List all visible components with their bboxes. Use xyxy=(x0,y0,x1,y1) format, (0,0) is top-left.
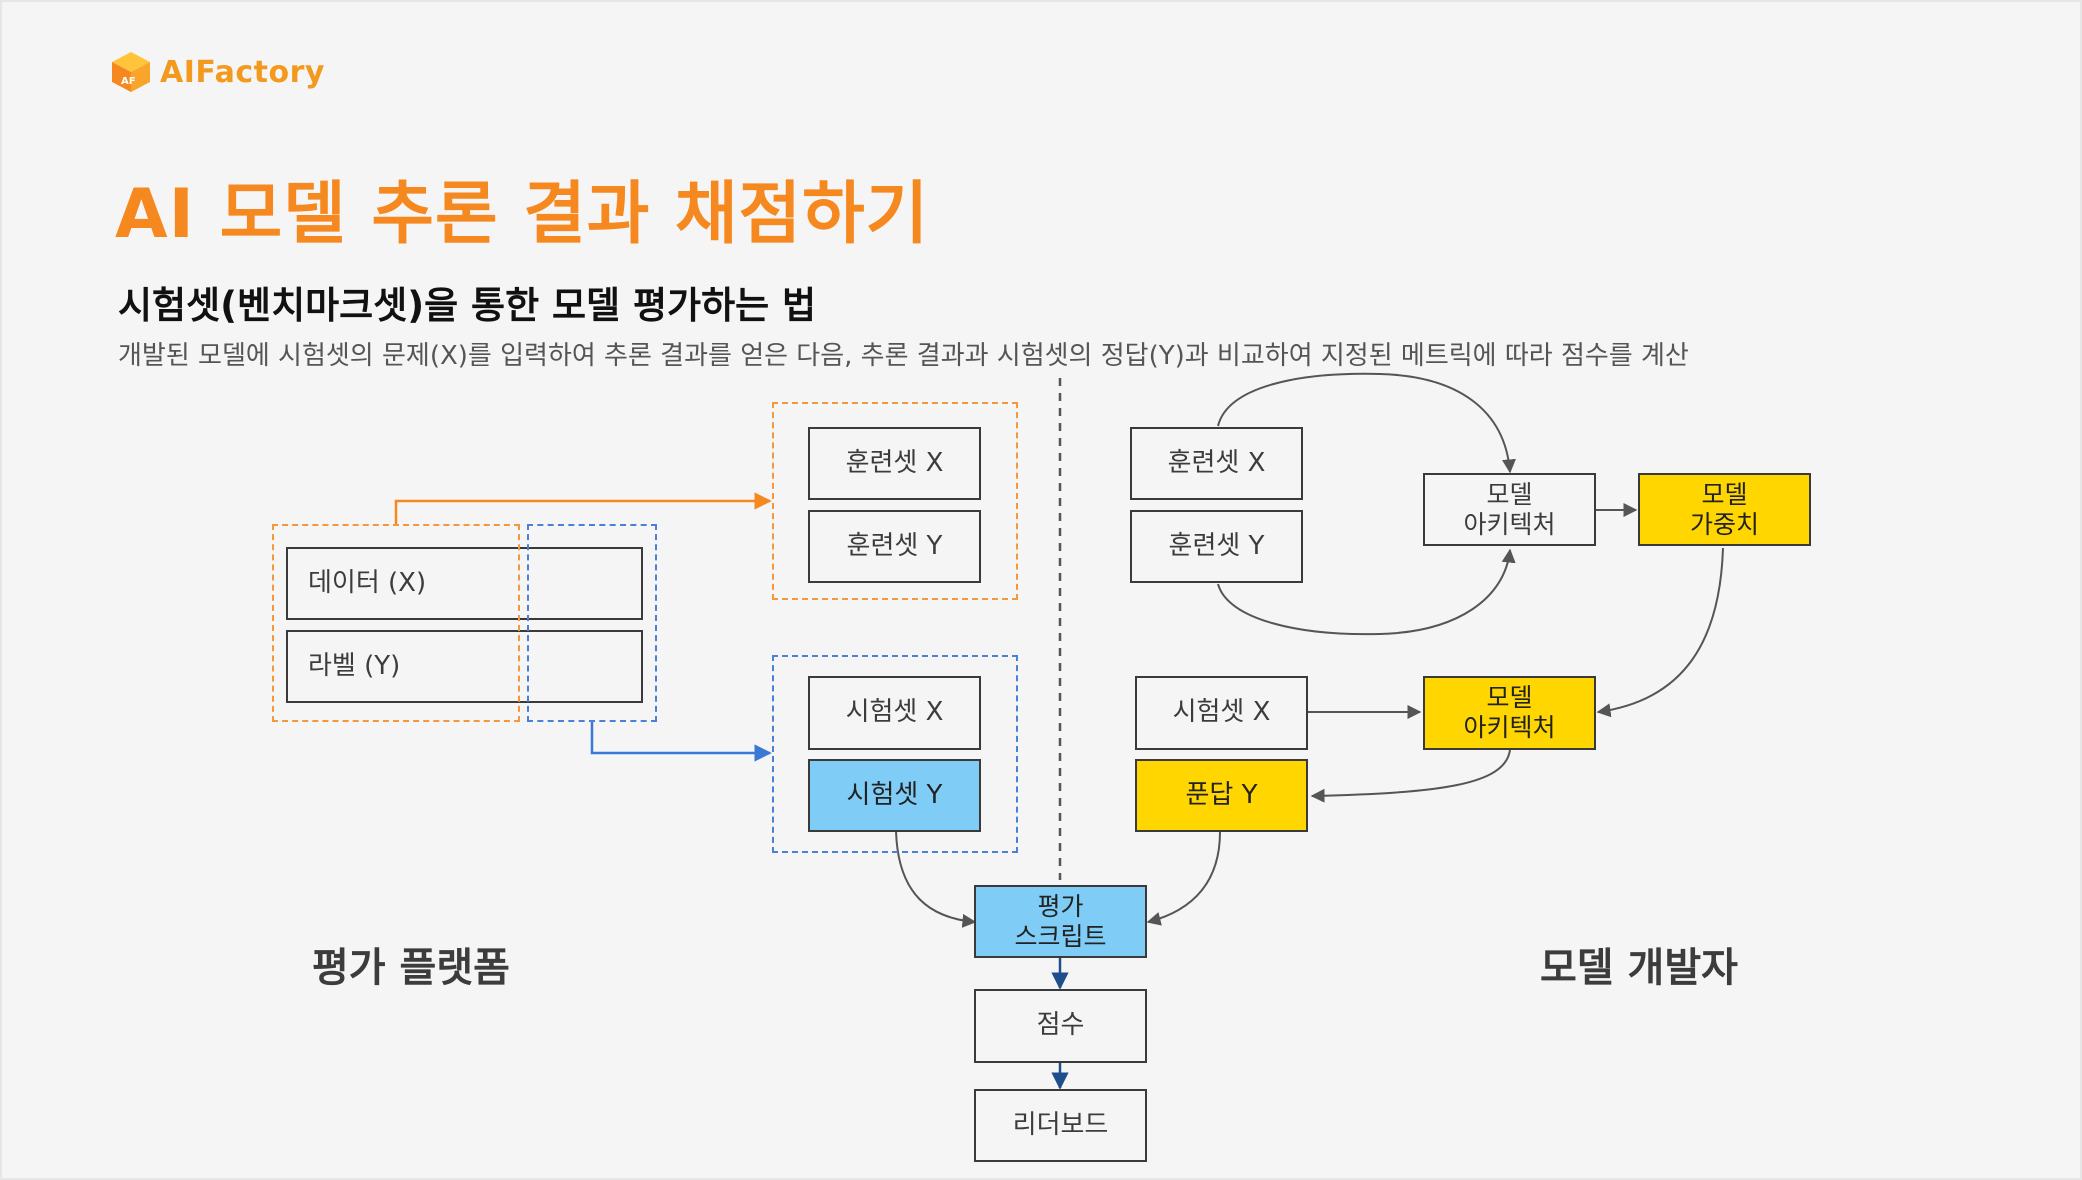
arrow-prediction-to-eval xyxy=(1146,831,1221,926)
data-split-frame-test xyxy=(527,524,657,722)
arrow-to-train xyxy=(394,492,772,526)
eval-script-box: 평가 스크립트 xyxy=(974,885,1147,958)
platform-train-y-box: 훈련셋 Y xyxy=(808,510,981,583)
leaderboard-box: 리더보드 xyxy=(974,1089,1147,1162)
data-x-box: 데이터 (X) xyxy=(286,547,643,620)
platform-test-x-box: 시험셋 X xyxy=(808,676,981,750)
cube-icon: AF xyxy=(112,52,150,92)
developer-train-x-box: 훈련셋 X xyxy=(1130,427,1303,500)
platform-test-y-box: 시험셋 Y xyxy=(808,759,981,832)
logo: AF AIFactory xyxy=(110,50,325,94)
page-subtitle: 시험셋(벤치마크셋)을 통한 모델 평가하는 법 xyxy=(118,284,817,327)
logo-text: AIFactory xyxy=(160,54,325,90)
prediction-y-box: 푼답 Y xyxy=(1135,759,1308,832)
developer-test-x-box: 시험셋 X xyxy=(1135,676,1308,750)
train-split-frame xyxy=(772,402,1018,600)
architecture-box-bottom: 모델 아키텍처 xyxy=(1423,676,1596,750)
label-y-box: 라벨 (Y) xyxy=(286,630,643,703)
platform-train-x-box: 훈련셋 X xyxy=(808,427,981,500)
weights-box: 모델 가중치 xyxy=(1638,473,1811,546)
arrow-arch-to-prediction xyxy=(1310,749,1511,803)
page-description: 개발된 모델에 시험셋의 문제(X)를 입력하여 추론 결과를 얻은 다음, 추… xyxy=(118,341,1689,371)
architecture-box-top: 모델 아키텍처 xyxy=(1423,473,1596,546)
developer-train-y-box: 훈련셋 Y xyxy=(1130,510,1303,583)
arrow-weights-to-arch xyxy=(1596,547,1724,718)
data-split-frame-train xyxy=(272,524,520,722)
svg-text:AF: AF xyxy=(121,76,136,87)
test-split-frame xyxy=(772,655,1018,853)
arrow-to-test xyxy=(590,722,772,762)
developer-label: 모델 개발자 xyxy=(1540,945,1738,991)
score-box: 점수 xyxy=(974,989,1147,1063)
page-title: AI 모델 추론 결과 채점하기 xyxy=(115,175,930,254)
platform-label: 평가 플랫폼 xyxy=(312,945,510,991)
